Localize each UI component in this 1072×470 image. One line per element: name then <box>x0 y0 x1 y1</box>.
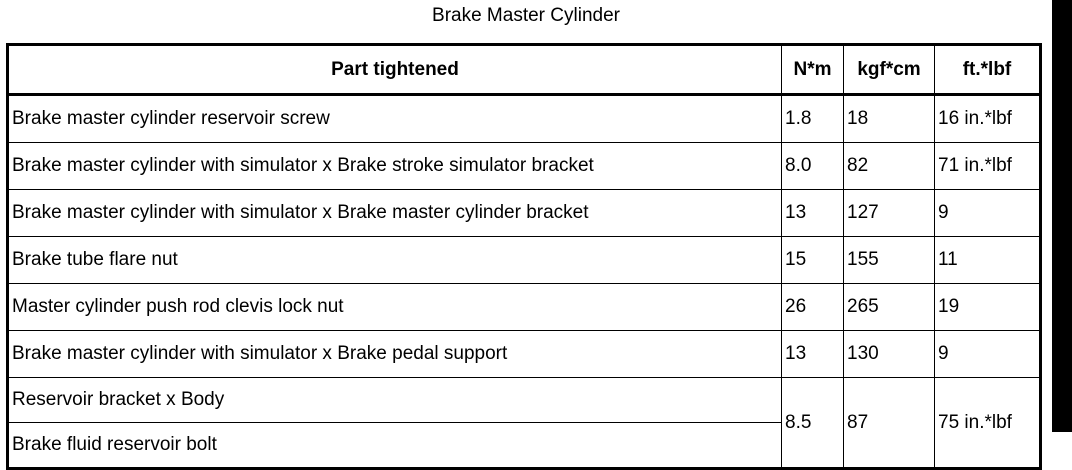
nm-cell: 15 <box>781 236 844 284</box>
page-edge-bar <box>1052 0 1072 432</box>
part-cell: Brake master cylinder reservoir screw <box>7 94 782 143</box>
kgf-cell: 155 <box>843 236 935 284</box>
nm-cell: 1.8 <box>781 94 844 143</box>
document-title: Brake Master Cylinder <box>432 5 620 26</box>
nm-cell: 8.5 <box>781 377 844 469</box>
table-row: Brake master cylinder reservoir screw 1.… <box>7 94 1041 143</box>
table-row: Master cylinder push rod clevis lock nut… <box>7 283 1041 331</box>
nm-cell: 13 <box>781 330 844 378</box>
table-row: Brake tube flare nut 15 155 11 <box>7 236 1041 284</box>
kgf-cell: 265 <box>843 283 935 331</box>
ft-cell: 75 in.*lbf <box>934 377 1041 469</box>
kgf-cell: 130 <box>843 330 935 378</box>
kgf-cell: 87 <box>843 377 935 469</box>
header-part-tightened: Part tightened <box>7 44 782 96</box>
part-cell: Brake fluid reservoir bolt <box>7 422 782 469</box>
header-kgf-cm: kgf*cm <box>843 44 935 96</box>
nm-cell: 13 <box>781 189 844 237</box>
ft-cell: 71 in.*lbf <box>934 142 1041 190</box>
part-cell: Brake master cylinder with simulator x B… <box>7 142 782 190</box>
kgf-cell: 82 <box>843 142 935 190</box>
nm-cell: 26 <box>781 283 844 331</box>
header-ft-lbf: ft.*lbf <box>934 44 1041 96</box>
part-cell: Master cylinder push rod clevis lock nut <box>7 283 782 331</box>
ft-cell: 9 <box>934 330 1041 378</box>
ft-cell: 11 <box>934 236 1041 284</box>
nm-cell: 8.0 <box>781 142 844 190</box>
ft-cell: 19 <box>934 283 1041 331</box>
table-header-row: Part tightened N*m kgf*cm ft.*lbf <box>7 44 1041 96</box>
part-cell: Brake master cylinder with simulator x B… <box>7 189 782 237</box>
table-row: Reservoir bracket x Body 8.5 87 75 in.*l… <box>7 377 1041 469</box>
table-row: Brake master cylinder with simulator x B… <box>7 142 1041 190</box>
ft-cell: 16 in.*lbf <box>934 94 1041 143</box>
table-row: Brake master cylinder with simulator x B… <box>7 330 1041 378</box>
table-row: Brake master cylinder with simulator x B… <box>7 189 1041 237</box>
kgf-cell: 127 <box>843 189 935 237</box>
header-nm: N*m <box>781 44 844 96</box>
kgf-cell: 18 <box>843 94 935 143</box>
part-cell: Brake tube flare nut <box>7 236 782 284</box>
part-cell: Brake master cylinder with simulator x B… <box>7 330 782 378</box>
torque-spec-table: Part tightened N*m kgf*cm ft.*lbf Brake … <box>6 43 1042 470</box>
part-cell: Reservoir bracket x Body <box>7 377 782 423</box>
ft-cell: 9 <box>934 189 1041 237</box>
